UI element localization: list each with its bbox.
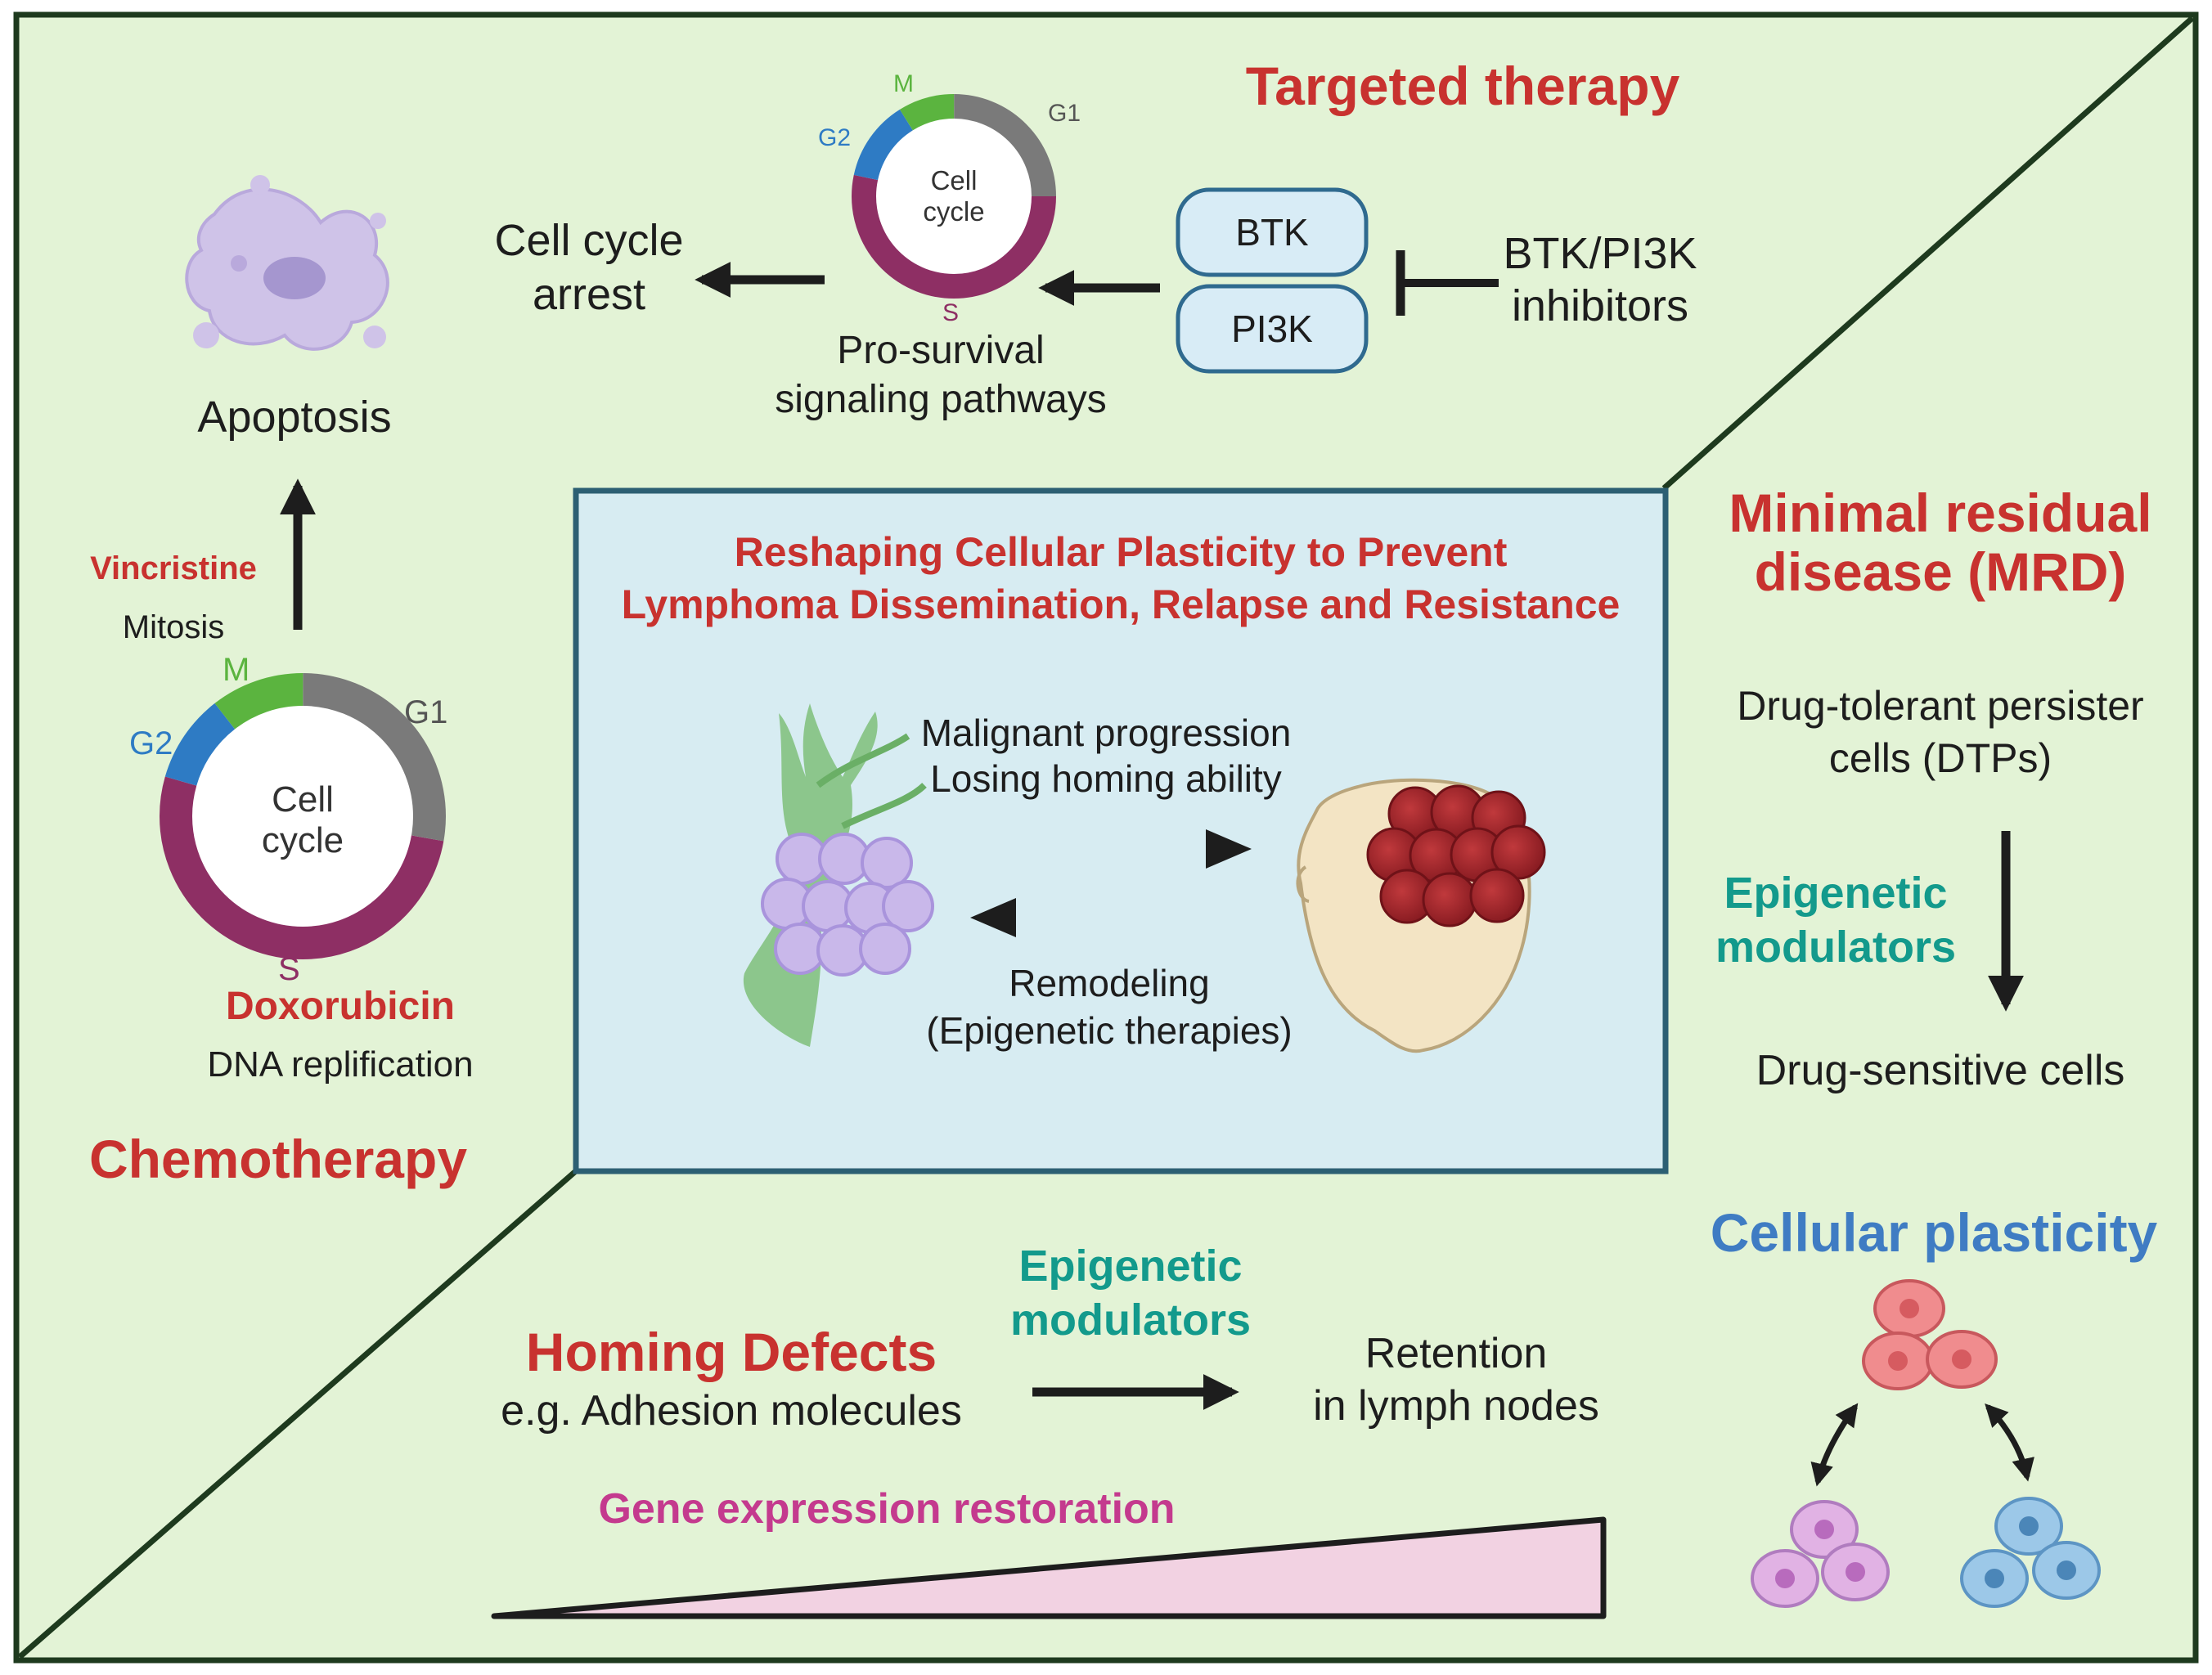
dtp-label: cells (DTPs) <box>1829 735 2052 781</box>
pathway-label: Pro-survival <box>837 329 1044 372</box>
mrd-modulator-label: Epigenetic <box>1724 869 1947 918</box>
phase-s-arc <box>160 673 446 959</box>
cycle-center-label: Cell <box>931 165 978 195</box>
sensitive-cells-label: Drug-sensitive cells <box>1756 1047 2125 1094</box>
cell-cycle-arrest-label: arrest <box>533 270 645 319</box>
retention-label: in lymph nodes <box>1313 1382 1599 1430</box>
homing-modulator-label: modulators <box>1010 1296 1251 1345</box>
targeted-therapy-title: Targeted therapy <box>1246 56 1680 116</box>
phase-g1-label: G1 <box>1048 100 1081 127</box>
diagonal-divider-upper <box>1661 16 2195 491</box>
center-title: Reshaping Cellular Plasticity to Prevent <box>735 529 1508 575</box>
dtp-label: Drug-tolerant persister <box>1737 683 2143 729</box>
phase-g1-arc <box>160 673 446 959</box>
purple-cell-cluster <box>761 833 934 977</box>
retention-label: Retention <box>1365 1330 1548 1377</box>
backward-label: (Epigenetic therapies) <box>926 1009 1292 1052</box>
cycle-center-label: cycle <box>923 196 984 227</box>
center-title: Lymphoma Dissemination, Relapse and Resi… <box>622 582 1621 627</box>
cell-cycle-arrest-label: Cell cycle <box>494 216 683 265</box>
cycle-center-label: Cell <box>272 779 334 820</box>
purple-cell-trio <box>1751 1500 1890 1608</box>
backward-arrow-head <box>970 898 1016 937</box>
mrd-modulator-label: modulators <box>1715 923 1956 972</box>
pi3k-box <box>1176 284 1369 374</box>
chemotherapy-title: Chemotherapy <box>89 1129 467 1189</box>
backward-label: Remodeling <box>1009 962 1209 1004</box>
diagonal-divider <box>17 1167 580 1659</box>
mrd-title: disease (MRD) <box>1755 541 2127 602</box>
phase-m-label: M <box>893 70 914 97</box>
dna-replication-label: DNA replification <box>207 1044 473 1084</box>
homing-modulator-label: Epigenetic <box>1018 1242 1242 1291</box>
plasticity-title: Cellular plasticity <box>1711 1202 2158 1263</box>
apoptosis-cell <box>185 175 389 351</box>
cycle-center-label: cycle <box>262 820 344 860</box>
inhibitors-label: inhibitors <box>1512 281 1688 330</box>
plasticity-arrow-left <box>1810 1403 1859 1487</box>
homing-subtitle: e.g. Adhesion molecules <box>501 1387 962 1435</box>
blue-cell-trio <box>1960 1497 2101 1608</box>
mrd-title: Minimal residual <box>1729 483 2151 543</box>
btk-label: BTK <box>1235 211 1309 254</box>
homing-defects-title: Homing Defects <box>526 1322 937 1382</box>
gene-expression-wedge <box>491 1516 1607 1619</box>
phase-g2-label: G2 <box>129 725 173 761</box>
pathway-label: signaling pathways <box>775 378 1107 421</box>
forward-arrow-head <box>1206 829 1252 869</box>
phase-g1-label: G1 <box>404 694 447 730</box>
btk-box <box>1176 187 1369 277</box>
doxorubicin-label: Doxorubicin <box>226 985 455 1028</box>
plasticity-arrow-right <box>1985 1403 2034 1482</box>
phase-m-label: M <box>223 652 250 688</box>
apoptosis-label: Apoptosis <box>197 393 391 442</box>
pi3k-label: PI3K <box>1231 308 1313 350</box>
phase-m-arc <box>160 673 446 959</box>
forward-label: Losing homing ability <box>930 757 1282 800</box>
phase-g1-arc <box>852 94 1056 299</box>
mitosis-label: Mitosis <box>123 609 224 645</box>
forward-label: Malignant progression <box>921 712 1292 754</box>
red-cell-cluster <box>1366 784 1546 927</box>
gene-expression-label: Gene expression restoration <box>598 1485 1175 1533</box>
center-box <box>573 487 1669 1174</box>
targeted-cell-cycle: Cell cycle G1 G2 M S <box>818 70 1081 326</box>
chemo-cell-cycle: Cell cycle G1 G2 M S <box>129 652 447 987</box>
inhibitors-label: BTK/PI3K <box>1503 229 1697 278</box>
vincristine-label: Vincristine <box>90 550 257 586</box>
phase-s-label: S <box>278 951 300 987</box>
phase-s-label: S <box>942 299 959 326</box>
pink-cell-trio <box>1862 1279 1998 1390</box>
phase-m-arc <box>852 94 1056 299</box>
phase-g2-label: G2 <box>818 124 851 151</box>
